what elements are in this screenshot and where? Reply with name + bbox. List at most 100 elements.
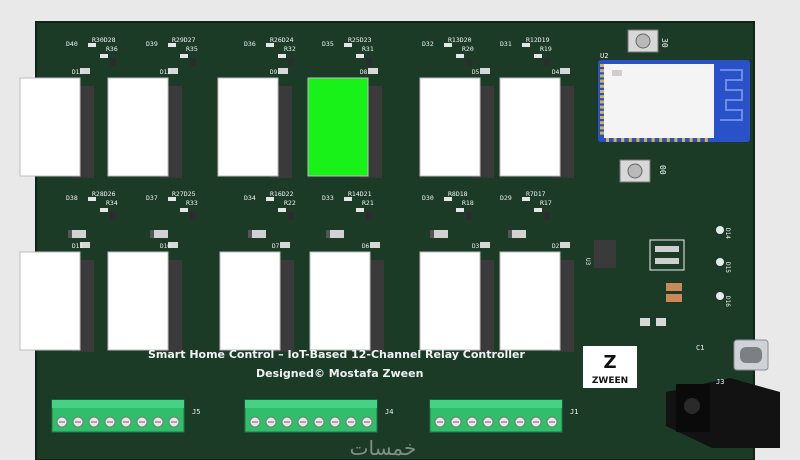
connector-label: J1 [570,408,578,416]
resistor-label: R13D20 [448,36,472,44]
relay-led-label: D5 [472,69,480,76]
esp-pin [689,138,693,142]
diode-band [248,230,252,238]
resistor-label: R14D21 [348,190,372,198]
diode-band [150,230,154,238]
relay-r12: D2 [499,242,574,352]
diode-label: D40 [66,40,78,48]
diode-band [68,230,72,238]
relay-r9: D7 [219,242,294,352]
resistor-label: R7D17 [526,190,546,198]
esp-pin [621,138,625,142]
diode-band [508,230,512,238]
resistor-label: R35 [186,45,198,53]
esp-pin [600,84,604,88]
relay-r10: D6 [309,242,384,352]
esp-pin [704,138,708,142]
diode-label: D39 [146,40,158,48]
resistor-label: R25D23 [348,36,372,44]
relay-led-label: D3 [472,243,480,250]
relay-r6: D4 [499,68,574,178]
relay-r5: D5 [419,68,494,178]
switch-top-label: 30 [660,38,669,48]
diode-body [508,230,526,238]
esp-pin [659,138,663,142]
diode-label: D30 [422,194,434,202]
resistor-label: R17 [540,199,552,207]
resistor-label: R19 [540,45,552,53]
diode-label: D38 [66,194,78,202]
relay-led-label: D8 [360,69,368,76]
resistor-label: R31 [362,45,374,53]
diode-label: D34 [244,194,256,202]
esp-pin [644,138,647,142]
diode-body [326,230,344,238]
reset-switch[interactable] [627,29,659,53]
terminal-J1: J1 [429,399,578,433]
relay-led-label: D9 [270,69,278,76]
logo-text: ZWEEN [592,376,628,386]
diode-body [150,230,168,238]
relay-led-label: D13 [72,69,83,76]
esp-pin [600,64,604,67]
diode-body [248,230,266,238]
diode-label: D31 [500,40,512,48]
relay-led-label: D12 [160,69,171,76]
resistor-label: R32 [284,45,296,53]
relay-r11: D3 [419,242,494,352]
esp-pin [600,105,604,109]
esp-pin [697,138,701,142]
relay-r2: D12 [107,68,182,178]
zween-logo: Z ZWEEN [583,346,637,388]
terminal-blocks: J5 J4 J1 [51,399,578,433]
resistor-label: R30D28 [92,36,116,44]
esp-pin [600,90,604,93]
usb-c-connector [733,339,769,371]
relay-r8: D10 [107,242,182,352]
d14-label: D14 [724,228,731,239]
diode-label: D35 [322,40,334,48]
switch-bottom-label: 00 [658,165,667,175]
diode-band [430,230,434,238]
resistor-label: R8D18 [448,190,468,198]
diode-label: D32 [422,40,434,48]
esp-pin [651,138,655,142]
d15-label: D15 [724,262,731,273]
terminal-J4: J4 [244,399,393,433]
relay-r7: D11 [19,242,94,352]
resistor-label: R16D22 [270,190,294,198]
diode-label: D33 [322,194,334,202]
diode-label: D36 [244,40,256,48]
connector-label: J5 [192,408,200,416]
diode-body [68,230,86,238]
resistor-label: R34 [106,199,118,207]
esp-module [598,60,750,142]
resistor-label: R26D24 [270,36,294,44]
resistor-label: R28D26 [92,190,116,198]
esp-pin [600,79,604,83]
resistor-label: R36 [106,45,118,53]
connector-label: J4 [385,408,393,416]
board-title: Smart Home Control – IoT-Based 12-Channe… [148,348,525,361]
relay-led-label: D11 [72,243,83,250]
diode-label: D37 [146,194,158,202]
boot-switch[interactable] [619,159,651,183]
relay-led-label: D6 [362,243,370,250]
esp-pin [600,74,604,78]
terminal-J5: J5 [51,399,200,433]
esp-pin [613,138,617,142]
esp-pin [628,138,632,142]
relay-led-label: D2 [552,243,560,250]
esp-pin [636,138,640,142]
relay-led-label: D4 [552,69,560,76]
